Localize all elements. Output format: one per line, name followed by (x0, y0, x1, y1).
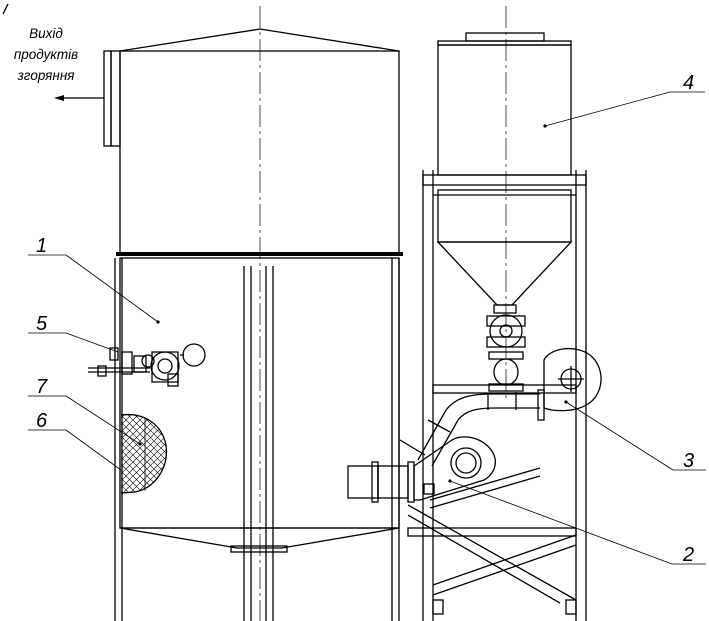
callout-2: 2 (682, 544, 694, 566)
callout-3: 3 (683, 450, 694, 472)
callout-7: 7 (36, 376, 48, 398)
exhaust-arrow (54, 95, 104, 101)
furnace-unit (103, 6, 403, 621)
exhaust-label-line1: Вихід (29, 26, 63, 41)
burner-assembly (88, 343, 206, 387)
hopper-unit (407, 6, 587, 621)
exhaust-label-line2: продуктів (14, 47, 78, 62)
callout-1: 1 (36, 235, 47, 257)
callout-5: 5 (36, 313, 48, 335)
corner-mark (2, 3, 9, 15)
callout-leaders (28, 91, 706, 565)
conveyor-and-fan (347, 347, 602, 509)
callout-6: 6 (36, 410, 48, 432)
exhaust-label-line3: згоряння (17, 68, 75, 83)
callout-4: 4 (683, 72, 694, 94)
